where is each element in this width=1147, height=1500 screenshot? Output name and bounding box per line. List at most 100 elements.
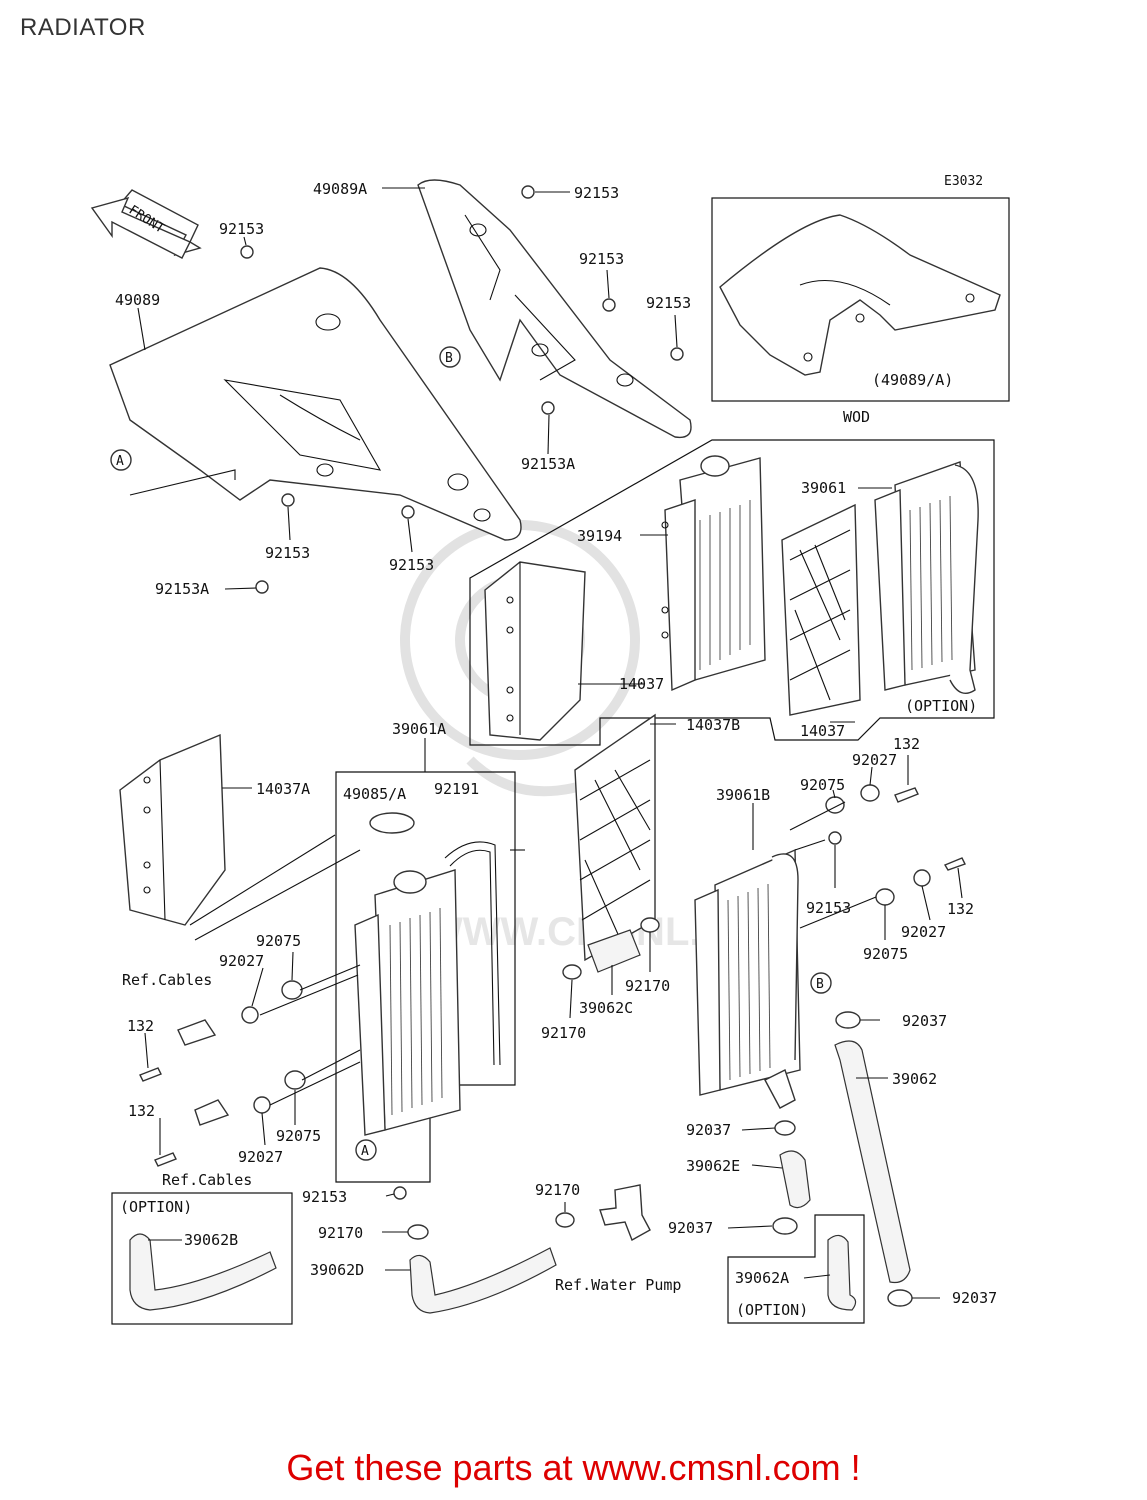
- callout-39062a: 39062A: [735, 1269, 789, 1287]
- callout-132: 132: [127, 1017, 154, 1035]
- bolt-icon: [943, 857, 966, 871]
- grommet-icon: [253, 1096, 271, 1114]
- callout-39062: 39062: [892, 1070, 937, 1088]
- radiator-shroud-left: [109, 267, 522, 541]
- callout-92037: 92037: [952, 1289, 997, 1307]
- callout-92170: 92170: [541, 1024, 586, 1042]
- inset-frame: [711, 197, 1010, 402]
- callout-92037: 92037: [902, 1012, 947, 1030]
- radiator-group-upper-frame: [469, 439, 995, 746]
- hose-clamp-icon: [835, 1011, 861, 1029]
- callout-14037: 14037: [800, 722, 845, 740]
- page-title: RADIATOR: [20, 14, 146, 41]
- option-frame-39062b: [111, 1192, 293, 1325]
- callout-92153a: 92153A: [155, 580, 209, 598]
- callout-132: 132: [128, 1102, 155, 1120]
- callout-92170: 92170: [625, 977, 670, 995]
- callout-92153: 92153: [389, 556, 434, 574]
- radiator-guard-mesh-upper: [781, 503, 861, 716]
- nut-icon: [602, 298, 616, 312]
- callout-92153: 92153: [646, 294, 691, 312]
- hose-39062d: [409, 1247, 557, 1314]
- callout-92170: 92170: [318, 1224, 363, 1242]
- callout-92191: 92191: [434, 780, 479, 798]
- callout-39062e: 39062E: [686, 1157, 740, 1175]
- callout-92075: 92075: [800, 776, 845, 794]
- nut-icon: [401, 505, 415, 519]
- grommet-icon: [241, 1006, 259, 1024]
- nut-icon: [255, 580, 269, 594]
- grommet-icons: [241, 784, 931, 1114]
- radiator-shroud-right: [417, 179, 692, 439]
- grommet-icon: [913, 869, 931, 887]
- ref-water-pump-note: Ref.Water Pump: [555, 1276, 681, 1294]
- option-frame-39062a: [727, 1214, 865, 1324]
- nut-icons: [240, 185, 842, 1200]
- radiator-39061b: [694, 848, 801, 1109]
- hose-clamp-icon: [562, 964, 582, 980]
- option-label-2: (OPTION): [120, 1198, 192, 1216]
- callout-92027: 92027: [219, 952, 264, 970]
- radiator-39061a: [354, 869, 461, 1136]
- nut-icon: [541, 401, 555, 415]
- callout-39062c: 39062C: [579, 999, 633, 1017]
- inset-label: (49089/A): [872, 371, 953, 389]
- grommet-icon: [860, 784, 880, 802]
- option-label-3: (OPTION): [736, 1301, 808, 1319]
- leader-lines: [137, 187, 963, 1299]
- callout-39061a: 39061A: [392, 720, 446, 738]
- radiator-guard-14037a: [119, 733, 226, 926]
- wod-label: WOD: [843, 408, 870, 426]
- callout-132: 132: [947, 900, 974, 918]
- cable-clip-icon: [194, 1099, 230, 1126]
- callout-92153: 92153: [302, 1188, 347, 1206]
- radiator-guard-mesh-14037b: [574, 713, 656, 962]
- callout-49089: 49089: [115, 291, 160, 309]
- hose-39062b: [129, 1233, 277, 1311]
- callout-92037: 92037: [668, 1219, 713, 1237]
- nut-icon: [393, 1186, 407, 1200]
- svg-text:B: B: [445, 351, 453, 366]
- svg-text:A: A: [361, 1144, 369, 1159]
- radiator-39194: [661, 455, 766, 692]
- callout-39061: 39061: [801, 479, 846, 497]
- callout-92153: 92153: [574, 184, 619, 202]
- nut-icon: [521, 185, 535, 199]
- front-arrow-icon: FRONT: [90, 189, 202, 259]
- callout-92153: 92153: [265, 544, 310, 562]
- bolt-icons: [139, 787, 966, 1167]
- water-pump-fitting-icon: [599, 1184, 651, 1242]
- hose-clamp-icon: [640, 917, 660, 933]
- nut-icon: [828, 831, 842, 845]
- bolt-icon: [894, 787, 919, 803]
- hose-39062: [834, 1040, 911, 1284]
- cable-clip-icon: [177, 1019, 217, 1046]
- grommet-icon: [875, 888, 895, 906]
- callout-39062d: 39062D: [310, 1261, 364, 1279]
- clamp-icons: [407, 917, 913, 1307]
- callout-92027: 92027: [901, 923, 946, 941]
- hose-39062e: [779, 1150, 811, 1209]
- hose-39062a: [827, 1234, 857, 1311]
- callout-92153: 92153: [806, 899, 851, 917]
- callout-92153: 92153: [219, 220, 264, 238]
- callout-92075: 92075: [256, 932, 301, 950]
- grommet-icon: [281, 980, 303, 1000]
- bolt-icon: [154, 1152, 177, 1167]
- callout-39194: 39194: [577, 527, 622, 545]
- diagram-code: E3032: [944, 174, 983, 189]
- callout-14037b: 14037B: [686, 716, 740, 734]
- ref-cables-note: Ref.Cables: [122, 971, 212, 989]
- callout-14037a: 14037A: [256, 780, 310, 798]
- nut-icon: [240, 245, 254, 259]
- radiator-39061: [874, 461, 979, 694]
- callout-39061b: 39061B: [716, 786, 770, 804]
- bolt-icon: [139, 1067, 162, 1082]
- radiator-cap-icon: [369, 812, 415, 834]
- reference-markers: A B A B: [110, 346, 832, 1161]
- callout-92153: 92153: [579, 250, 624, 268]
- breather-tube: [444, 841, 501, 1066]
- footer-link-text[interactable]: Get these parts at www.cmsnl.com !: [286, 1447, 861, 1488]
- part-number-callouts: 49089A 92153 92153 92153 92153 49089 921…: [115, 180, 997, 1307]
